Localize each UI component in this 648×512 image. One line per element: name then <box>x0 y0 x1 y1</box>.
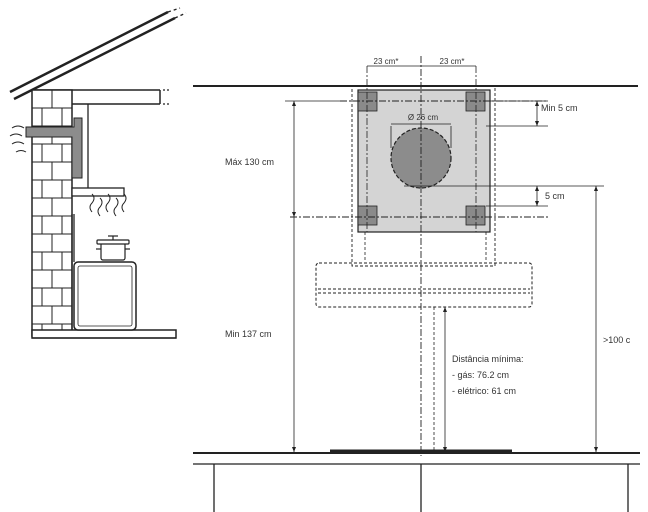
min-height-label: Min 137 cm <box>225 329 272 339</box>
bolt-pad-bottom-right <box>465 205 486 226</box>
bottom-gap-label: 5 cm <box>545 191 565 201</box>
distance-title: Distância mínima: <box>452 354 524 364</box>
cooking-pot-icon <box>73 235 137 331</box>
bolt-pad-top-left <box>357 91 378 112</box>
bolt-pad-top-right <box>465 91 486 112</box>
distance-electric: - elétrico: 61 cm <box>452 386 516 396</box>
diameter-label: Ø 26 cm <box>408 113 439 122</box>
front-view <box>193 56 640 512</box>
width-left-label: 23 cm* <box>374 57 399 66</box>
min-top-label: Min 5 cm <box>541 103 578 113</box>
distance-gas: - gás: 76.2 cm <box>452 370 509 380</box>
range-hood <box>315 262 533 308</box>
width-right-label: 23 cm* <box>440 57 465 66</box>
max-height-label: Máx 130 cm <box>225 157 274 167</box>
bolt-pad-bottom-left <box>357 205 378 226</box>
house-side-view-icon <box>9 7 187 339</box>
right-height-label: >100 c <box>603 335 631 345</box>
steam-icon <box>89 193 127 217</box>
